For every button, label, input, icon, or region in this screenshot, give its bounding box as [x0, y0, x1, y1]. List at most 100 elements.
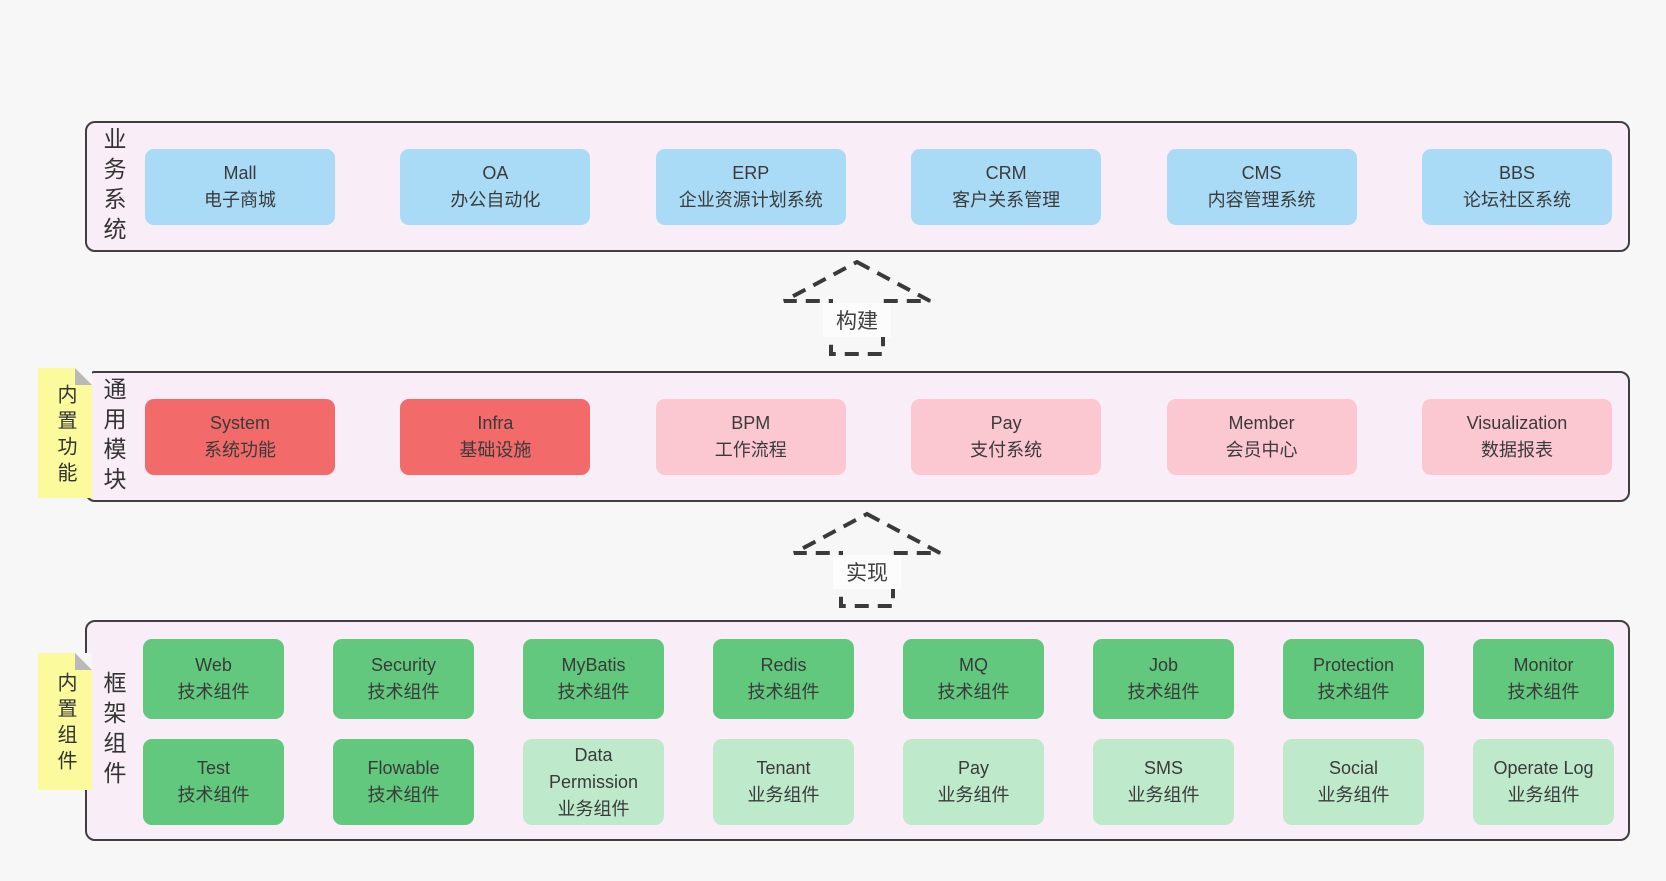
box-pay-component: Pay 业务组件	[903, 739, 1044, 825]
arrow-label-bg	[823, 303, 891, 337]
implement-arrow-icon: 实现	[793, 511, 941, 608]
box-title: CRM	[985, 162, 1027, 183]
box-title: BPM	[731, 412, 771, 433]
box-title: OA	[482, 162, 509, 183]
box-member: Member 会员中心	[1166, 398, 1357, 475]
layer-label-business: 业务系统	[100, 126, 126, 247]
box-visualization: Visualization 数据报表	[1421, 398, 1612, 475]
box-web: Web 技术组件	[143, 639, 284, 719]
box-subtitle: 技术组件	[1507, 682, 1580, 702]
arrow-label-bg	[833, 555, 901, 589]
sticky-note-text: 内置功能	[54, 383, 76, 488]
box-title: MQ	[959, 655, 988, 675]
box-title: MyBatis	[561, 655, 626, 675]
box-subtitle: 内容管理系统	[1207, 189, 1316, 210]
box-subtitle: 支付系统	[970, 439, 1043, 460]
box-erp: ERP 企业资源计划系统	[655, 148, 846, 225]
box-title: Mall	[223, 162, 257, 183]
box-bbs: BBS 论坛社区系统	[1421, 148, 1612, 225]
box-subtitle: 客户关系管理	[952, 189, 1061, 210]
box-title: System	[209, 412, 270, 433]
box-subtitle: 业务组件	[1127, 785, 1200, 805]
box-subtitle: 业务组件	[1507, 785, 1580, 805]
layer-framework-components: 框架组件 Web 技术组件 Security 技术组件 MyBatis 技术组件…	[85, 620, 1630, 841]
box-social: Social 业务组件	[1283, 739, 1424, 825]
box-title: Job	[1148, 655, 1179, 675]
box-title: Monitor	[1513, 655, 1574, 675]
box-subtitle: 技术组件	[937, 682, 1010, 702]
box-job: Job 技术组件	[1093, 639, 1234, 719]
box-monitor: Monitor 技术组件	[1473, 639, 1614, 719]
business-box-row: Mall 电子商城 OA 办公自动化 ERP 企业资源计划系统 CRM 客户关系…	[145, 148, 1612, 225]
box-tenant: Tenant 业务组件	[713, 739, 854, 825]
arrow-label: 构建	[836, 310, 878, 333]
box-subtitle: 技术组件	[1317, 682, 1390, 702]
box-title: Pay	[957, 758, 990, 778]
box-title: SMS	[1143, 758, 1183, 778]
box-title: Protection	[1312, 655, 1395, 675]
box-subtitle: 办公自动化	[450, 189, 541, 210]
box-title: Web	[195, 655, 232, 675]
box-sms: SMS 业务组件	[1093, 739, 1234, 825]
box-subtitle: 基础设施	[459, 439, 532, 460]
box-title: BBS	[1498, 162, 1535, 183]
box-subtitle: 数据报表	[1480, 439, 1553, 460]
box-title: Infra	[477, 412, 514, 433]
layer-label-modules: 通用模块	[100, 376, 126, 497]
components-row-1: Web 技术组件 Security 技术组件 MyBatis 技术组件 Redi…	[143, 639, 1614, 719]
box-title: Redis	[760, 655, 807, 675]
box-title: Flowable	[367, 758, 440, 778]
layer-business-systems: 业务系统 Mall 电子商城 OA 办公自动化 ERP 企业资源计划系统 CRM…	[85, 121, 1630, 252]
box-title: CMS	[1241, 162, 1282, 183]
box-data-permission: Data Permission 业务组件	[523, 739, 664, 825]
layer-label-components: 框架组件	[100, 670, 126, 791]
box-oa: OA 办公自动化	[400, 148, 591, 225]
arrow-label: 实现	[846, 562, 888, 585]
sticky-note-text: 内置组件	[54, 672, 76, 777]
box-subtitle: 技术组件	[367, 785, 440, 805]
box-mybatis: MyBatis 技术组件	[523, 639, 664, 719]
box-subtitle: 技术组件	[177, 682, 250, 702]
box-subtitle: 技术组件	[367, 682, 440, 702]
box-redis: Redis 技术组件	[713, 639, 854, 719]
build-arrow-icon: 构建	[783, 259, 931, 356]
sticky-note-built-in-features: 内置功能	[38, 368, 92, 498]
box-subtitle: 工作流程	[714, 439, 787, 460]
box-title: Security	[370, 655, 437, 675]
box-crm: CRM 客户关系管理	[911, 148, 1102, 225]
box-flowable: Flowable 技术组件	[333, 739, 474, 825]
box-subtitle: 会员中心	[1225, 439, 1298, 460]
box-title: Pay	[990, 412, 1022, 433]
box-operate-log: Operate Log 业务组件	[1473, 739, 1614, 825]
box-subtitle: 论坛社区系统	[1462, 189, 1571, 210]
box-subtitle: 技术组件	[177, 785, 250, 805]
box-mq: MQ 技术组件	[903, 639, 1044, 719]
box-pay: Pay 支付系统	[911, 398, 1102, 475]
box-title: Test	[196, 758, 230, 778]
box-title: Social	[1328, 758, 1379, 778]
box-title: Data Permission	[548, 744, 639, 792]
box-title: Operate Log	[1493, 758, 1594, 778]
box-subtitle: 业务组件	[937, 785, 1010, 805]
sticky-note-built-in-components: 内置组件	[38, 653, 92, 790]
box-bpm: BPM 工作流程	[655, 398, 846, 475]
components-row-2: Test 技术组件 Flowable 技术组件 Data Permission …	[143, 739, 1614, 825]
box-infra: Infra 基础设施	[400, 398, 591, 475]
box-title: Member	[1228, 412, 1295, 433]
box-subtitle: 系统功能	[204, 439, 276, 460]
modules-box-row: System 系统功能 Infra 基础设施 BPM 工作流程 Pay 支付系统…	[145, 398, 1612, 475]
up-arrow-outline	[793, 511, 941, 608]
box-subtitle: 技术组件	[557, 682, 630, 702]
box-system: System 系统功能	[145, 398, 335, 475]
box-subtitle: 电子商城	[204, 189, 276, 210]
box-cms: CMS 内容管理系统	[1166, 148, 1357, 225]
layer-common-modules: 通用模块 System 系统功能 Infra 基础设施 BPM 工作流程 Pay…	[85, 371, 1630, 502]
box-subtitle: 技术组件	[1127, 682, 1200, 702]
box-subtitle: 业务组件	[747, 785, 820, 805]
up-arrow-outline	[783, 259, 931, 356]
box-subtitle: 企业资源计划系统	[678, 189, 823, 210]
folded-corner-icon	[75, 653, 92, 670]
box-title: Tenant	[756, 758, 811, 778]
box-security: Security 技术组件	[333, 639, 474, 719]
